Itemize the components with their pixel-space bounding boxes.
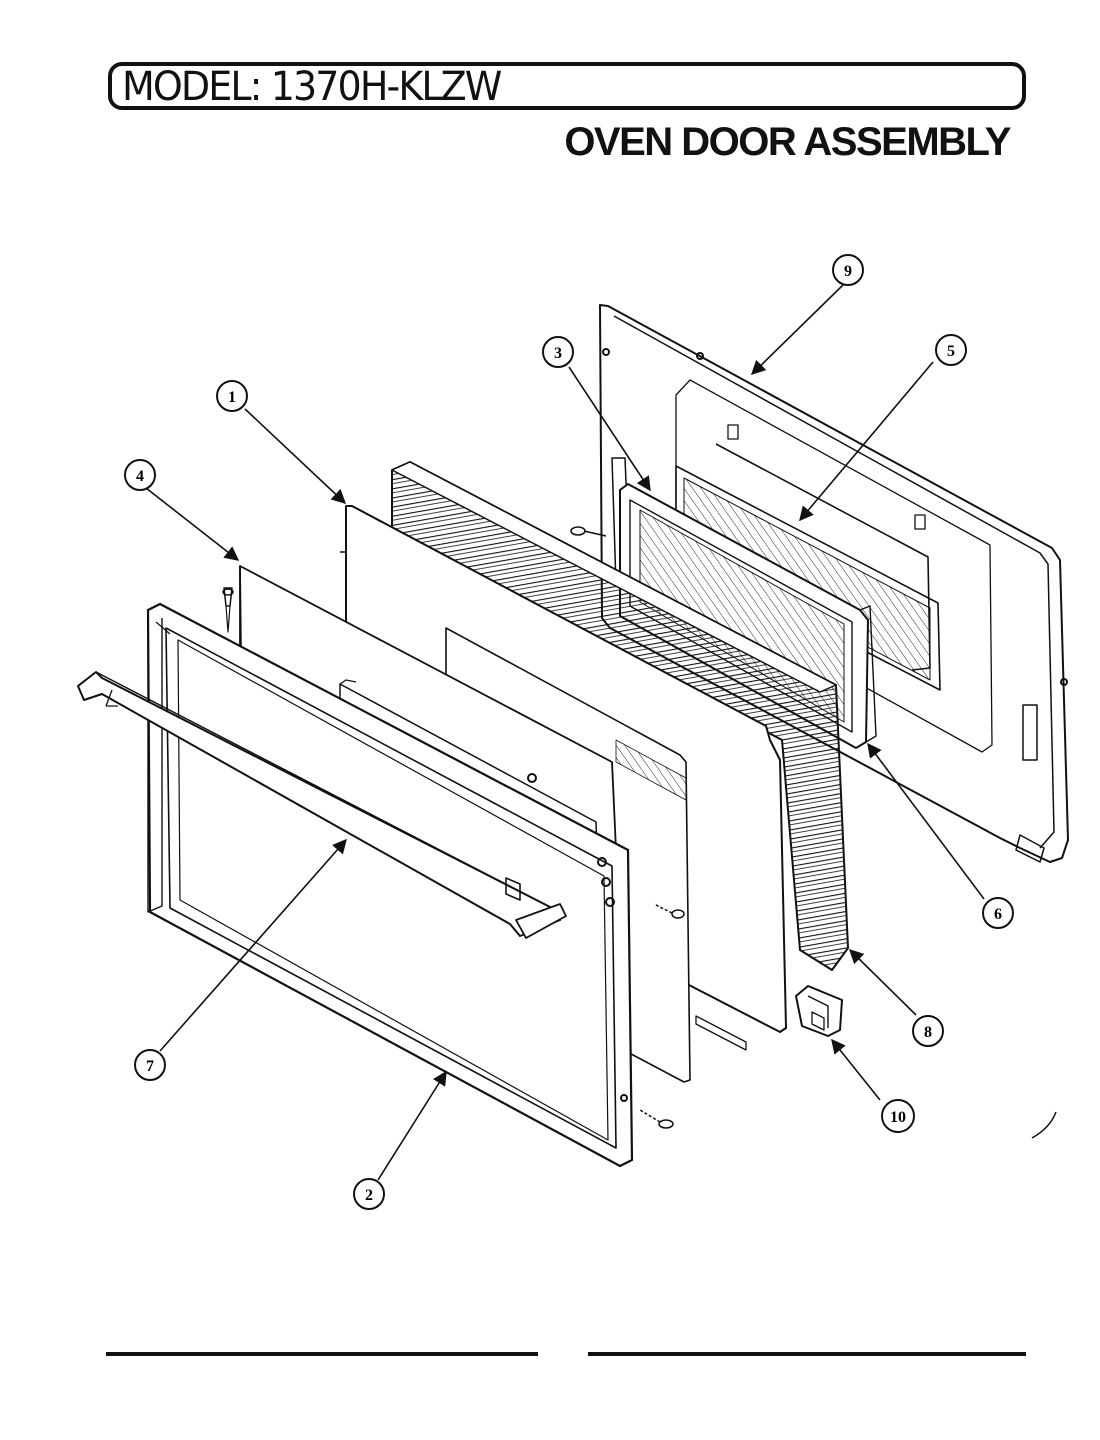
footer-rule-left [106,1352,538,1356]
svg-text:9: 9 [844,263,852,280]
callout-9: 9 [832,254,864,286]
svg-text:7: 7 [146,1058,154,1075]
model-banner: MODEL: 1370H-KLZW [108,62,1026,110]
callout-7: 7 [134,1049,166,1081]
callout-5: 5 [935,334,967,366]
svg-text:10: 10 [890,1109,906,1126]
part-10-hinge-bracket [795,985,843,1037]
screw-bottom [639,1109,674,1129]
screw-top-left [222,587,234,633]
svg-text:5: 5 [947,343,955,360]
svg-text:2: 2 [365,1187,373,1204]
svg-text:8: 8 [924,1024,932,1041]
model-label: MODEL: 1370H-KLZW [122,64,502,110]
svg-text:4: 4 [136,468,144,485]
svg-text:6: 6 [994,906,1002,923]
callout-2: 2 [353,1178,385,1210]
part-7-door-handle [77,671,567,939]
stray-mark [1031,1111,1057,1139]
footer-rule-right [588,1352,1026,1356]
callout-4: 4 [124,459,156,491]
part-2-outer-frame [146,602,634,1168]
leader-lines [145,284,985,1181]
svg-text:3: 3 [554,345,562,362]
callout-8: 8 [912,1015,944,1047]
screw-middle [653,903,685,919]
callout-6: 6 [982,897,1014,929]
page-title: OVEN DOOR ASSEMBLY [564,120,1011,164]
callout-3: 3 [542,336,574,368]
callout-10: 10 [881,1099,915,1133]
svg-text:1: 1 [228,389,236,406]
callout-1: 1 [216,380,248,412]
screw-upper-right [570,526,607,537]
